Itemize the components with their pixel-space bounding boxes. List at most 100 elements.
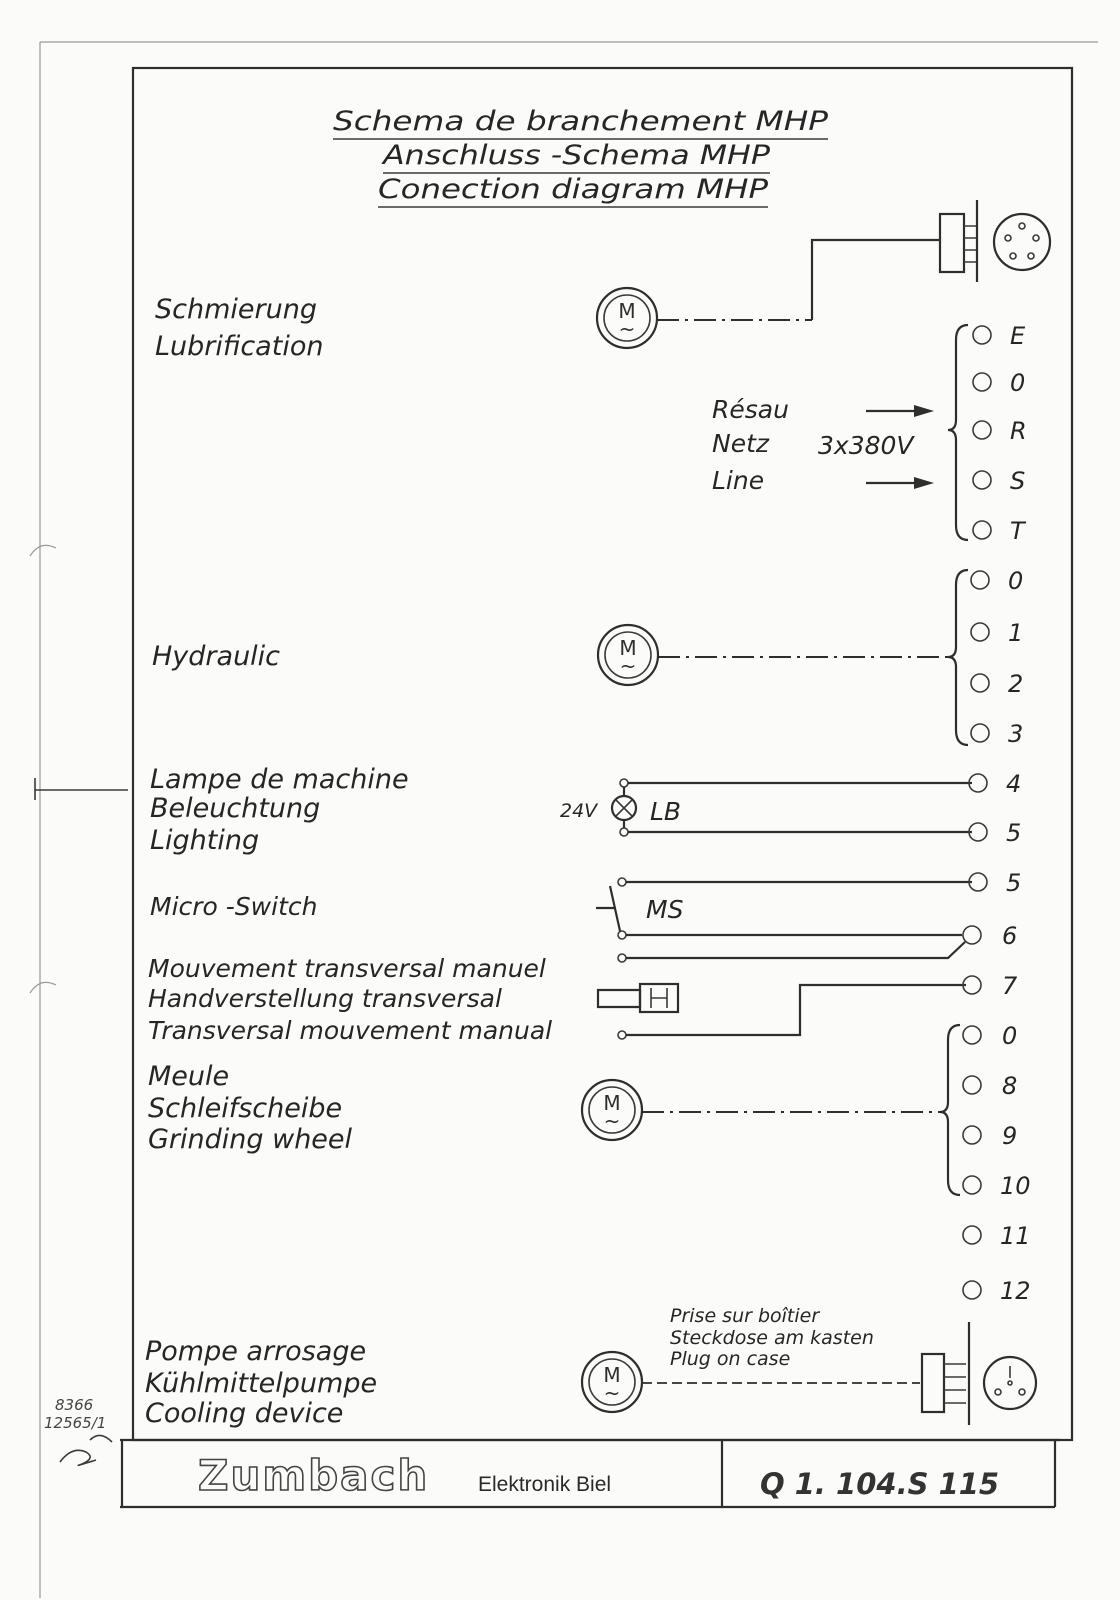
terminal: 1 [970,619,1023,647]
terminal-label: T [1010,517,1027,545]
lubrication-connector [938,200,1052,282]
terminal: 5 [968,819,1021,847]
terminal-label: 7 [1002,972,1018,1000]
terminal: S [972,467,1025,495]
terminal: 5 [968,869,1021,897]
ac-symbol: ~ [620,654,637,678]
drawing-number: Q 1. 104.S 115 [760,1467,999,1501]
cooling-group: Pompe arrosage Kühlmittelpumpe Cooling d… [145,1305,1038,1429]
terminal: 10 [962,1172,1031,1200]
terminal-label: 6 [1002,922,1017,950]
grinding-label-fr: Meule [148,1061,229,1092]
motor-symbol: M [618,299,635,323]
terminal: 7 [962,972,1018,1000]
micro-switch-group: Micro -Switch MS [150,877,972,940]
micro-switch-label: Micro -Switch [150,892,317,921]
grinding-wheel-group: Meule Schleifscheibe Grinding wheel M ~ [148,1023,961,1197]
lubrification-label-en: Lubrification [155,331,323,362]
terminal: 11 [962,1222,1031,1250]
plug-note-fr: Prise sur boîtier [670,1305,820,1327]
terminal-label: 5 [1006,819,1021,847]
terminal-label: 8 [1002,1072,1017,1100]
plug-body [938,212,966,274]
terminal: 6 [962,922,1017,950]
terminal-label: 0 [1010,369,1025,397]
arrow-icon [866,477,934,489]
title-line-en: Conection diagram MHP [378,174,769,205]
lubrification-label-de: Schmierung [155,294,317,325]
cooling-label-de: Kühlmittelpumpe [145,1368,377,1399]
terminal-label: 1 [1008,619,1023,647]
grinding-brace [939,1023,961,1197]
network-label-en: Line [712,466,764,495]
lighting-voltage: 24V [560,800,599,822]
title-block: Zumbach Elektronik Biel Q 1. 104.S 115 [120,1438,1060,1509]
terminal-strip: E 0 R S T 0 1 2 3 4 5 5 6 7 0 8 9 10 11 … [962,322,1031,1305]
network-group: Résau Netz Line 3x380V [712,323,969,542]
terminal-label: 12 [1000,1277,1031,1305]
handwritten-line-2: 12565/1 [44,1414,106,1432]
transversal-label-en: Transversal mouvement manual [148,1016,552,1045]
terminal: 0 [972,369,1025,397]
terminal: R [972,417,1027,445]
terminal: 3 [970,720,1023,748]
terminal: 4 [968,770,1021,798]
terminal-label: 11 [1000,1222,1031,1250]
signature-scribble [59,1434,113,1467]
terminal-label: 4 [1006,770,1021,798]
terminal-label: 0 [1002,1022,1017,1050]
terminal: 9 [962,1122,1017,1150]
grinding-motor-icon: M ~ [580,1078,644,1142]
terminal-label: S [1010,467,1025,495]
transversal-group: Mouvement transversal manuel Handverstel… [148,941,966,1045]
grinding-label-de: Schleifscheibe [148,1093,342,1124]
terminal: 0 [970,567,1023,595]
arrow-icon [866,405,934,417]
terminal: 2 [970,670,1023,698]
cooling-motor-icon: M ~ [580,1350,644,1414]
motor-symbol: M [619,636,636,660]
socket-icon [992,212,1052,272]
lamp-icon [610,794,638,822]
lighting-label-fr: Lampe de machine [150,764,409,795]
drawing-frame [131,66,1074,1442]
micro-switch-code: MS [646,895,684,924]
ac-symbol: ~ [619,317,636,341]
hydraulic-group: Hydraulic M ~ [152,568,969,747]
hydraulic-motor-icon: M ~ [596,623,660,687]
network-voltage: 3x380V [818,431,915,460]
grinding-label-en: Grinding wheel [148,1124,353,1155]
lubrification-motor-icon: M ~ [595,286,659,350]
terminal: 8 [962,1072,1017,1100]
company-name: Elektronik Biel [478,1473,611,1496]
solenoid-icon [596,982,680,1014]
margin-tie-line [34,778,128,800]
terminal-label: 9 [1002,1122,1017,1150]
terminal: E [972,322,1026,350]
binding-mark [29,544,57,557]
terminal-label: E [1010,322,1026,350]
cooling-label-fr: Pompe arrosage [145,1336,366,1367]
motor-symbol: M [603,1363,620,1387]
title-line-de: Anschluss -Schema MHP [381,140,771,171]
terminal-label: 5 [1006,869,1021,897]
handwritten-line-1: 8366 [55,1396,93,1414]
ac-symbol: ~ [604,1381,621,1405]
network-label-fr: Résau [712,395,789,424]
zumbach-logo: Zumbach [198,1451,429,1500]
lighting-group: Lampe de machine Beleuchtung Lighting 24… [150,764,972,856]
lighting-code: LB [650,797,681,826]
transversal-label-fr: Mouvement transversal manuel [148,954,546,983]
transversal-label-de: Handverstellung transversal [148,984,502,1013]
ac-symbol: ~ [604,1109,621,1133]
lighting-label-de: Beleuchtung [150,793,320,824]
sheet-border [29,41,1098,1598]
plug-note-en: Plug on case [670,1348,790,1370]
motor-symbol: M [603,1091,620,1115]
title-line-fr: Schema de branchement MHP [333,106,829,137]
binding-mark [29,981,57,994]
network-brace [947,323,969,542]
cooling-plug-icon [920,1322,971,1425]
network-label-de: Netz [712,429,770,458]
